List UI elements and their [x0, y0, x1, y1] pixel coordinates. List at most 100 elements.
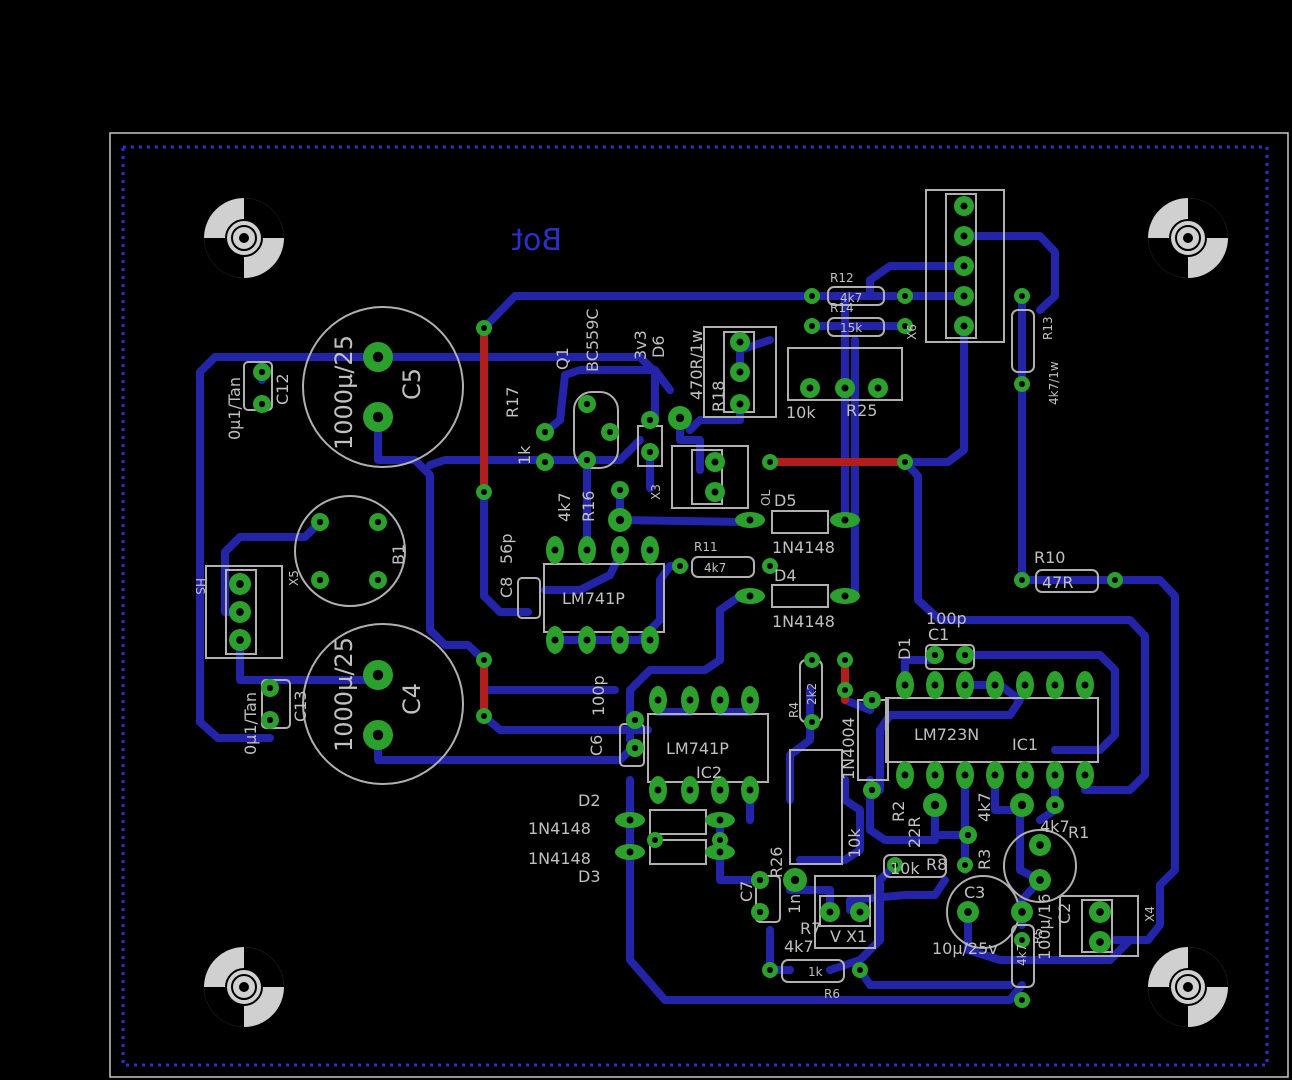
drill-hole — [892, 862, 898, 868]
drill-hole — [790, 875, 800, 885]
drill-hole — [991, 771, 999, 779]
drill-hole — [931, 651, 939, 659]
label-r11-name: R11 — [694, 540, 718, 554]
drill-hole — [1019, 937, 1025, 943]
drill-hole — [1021, 771, 1029, 779]
label-r5-name: R5 — [1031, 928, 1045, 944]
drill-hole — [826, 908, 834, 916]
label-c7-value: 1n — [785, 894, 804, 914]
drill-hole — [746, 592, 754, 600]
label-r12-value: 4k7 — [840, 291, 862, 305]
mounting-hole-bottom-right — [1148, 947, 1228, 1027]
drill-hole — [736, 400, 744, 408]
label-ic1-name: IC1 — [1012, 735, 1038, 754]
label-c6-name: C6 — [587, 735, 606, 756]
drill-hole — [616, 486, 624, 494]
label-r26-name: R26 — [767, 847, 786, 878]
drill-hole — [583, 546, 591, 554]
label-q1-name: Q1 — [553, 347, 572, 370]
label-r18-name: R18 — [709, 381, 728, 412]
drill-hole — [1017, 800, 1027, 810]
label-c5-value: 1000µ/25 — [330, 335, 358, 450]
label-d1-name: D1 — [895, 638, 914, 661]
label-r4-value: 2k2 — [805, 683, 819, 705]
label-r13-name: R13 — [1041, 316, 1055, 340]
label-r10-value: 47R — [1042, 573, 1073, 592]
label-ic2-value: LM741P — [666, 739, 729, 758]
drill-hole — [626, 848, 634, 856]
label-d3-value: 1N4148 — [528, 849, 591, 868]
label-c13-value: 0µ1/Tan — [241, 692, 260, 755]
drill-hole — [481, 657, 487, 663]
label-d4-value: 1N4148 — [772, 612, 835, 631]
label-r5-value: 4k7 — [1015, 944, 1029, 966]
drill-hole — [686, 696, 694, 704]
label-c13-name: C13 — [291, 690, 310, 722]
drill-hole — [842, 657, 848, 663]
label-c1-value: 100p — [926, 609, 967, 628]
drill-hole — [960, 202, 968, 210]
label-x4: X4 — [1143, 906, 1157, 922]
label-d6-value: 3v3 — [631, 330, 650, 360]
drill-hole — [1096, 938, 1104, 946]
silkscreen-labels: 1000µ/25 C5 1000µ/25 C4 0µ1/Tan C12 0µ1/… — [193, 271, 1157, 1001]
label-r16-name: R16 — [579, 491, 598, 522]
label-r14-name: R14 — [830, 301, 854, 315]
label-c2-value: 100µ/16 — [1035, 894, 1054, 960]
drill-hole — [258, 400, 266, 408]
label-d4-name: D4 — [774, 566, 797, 585]
label-c8-value: 56p — [497, 533, 516, 564]
drill-hole — [616, 636, 624, 644]
label-x1-extra: V — [830, 927, 841, 946]
drill-hole — [868, 786, 876, 794]
drill-hole — [809, 293, 815, 299]
drill-hole — [809, 719, 815, 725]
drill-hole — [931, 771, 939, 779]
label-r16-value: 4k7 — [555, 492, 574, 522]
drill-hole — [551, 546, 559, 554]
drill-hole — [646, 448, 654, 456]
drill-hole — [809, 657, 815, 663]
drill-hole — [841, 384, 849, 392]
drill-hole — [374, 576, 382, 584]
drill-hole — [716, 816, 724, 824]
mounting-hole-top-left — [204, 198, 284, 278]
label-c3-name: C3 — [964, 883, 985, 902]
label-r2-value: 22R — [905, 817, 924, 848]
label-c4-value: 1000µ/25 — [330, 637, 358, 752]
drill-hole — [316, 518, 324, 526]
keepout-border — [121, 145, 1269, 1067]
drill-hole — [746, 786, 754, 794]
drill-hole — [711, 488, 719, 496]
drill-hole — [806, 384, 814, 392]
drill-hole — [615, 515, 625, 525]
label-c3-value: 10µ/25v — [932, 939, 998, 958]
drill-hole — [809, 323, 815, 329]
label-b1: B1 — [389, 544, 408, 565]
label-c2-name: C2 — [1055, 903, 1074, 924]
drill-hole — [675, 413, 685, 423]
drill-hole — [901, 681, 909, 689]
drill-hole — [606, 428, 614, 436]
drill-hole — [767, 563, 773, 569]
mounting-hole-bottom-left — [204, 947, 284, 1027]
drill-hole — [1036, 876, 1044, 884]
label-r4-name: R4 — [787, 702, 801, 718]
drill-hole — [960, 232, 968, 240]
label-d2-name: D2 — [578, 791, 601, 810]
drill-hole — [736, 338, 744, 346]
drill-hole — [236, 608, 244, 616]
drill-hole — [1112, 577, 1118, 583]
label-r8-value: 10k — [890, 859, 920, 878]
drill-hole — [1021, 681, 1029, 689]
drill-hole — [931, 681, 939, 689]
label-d5-name: D5 — [774, 491, 797, 510]
drill-hole — [1051, 801, 1059, 809]
drill-hole — [716, 696, 724, 704]
drill-hole — [756, 908, 764, 916]
label-d2-value: 1N4148 — [528, 819, 591, 838]
drill-hole — [716, 848, 724, 856]
label-c12-value: 0µ1/Tan — [225, 377, 244, 440]
board-outline — [109, 132, 1289, 1078]
